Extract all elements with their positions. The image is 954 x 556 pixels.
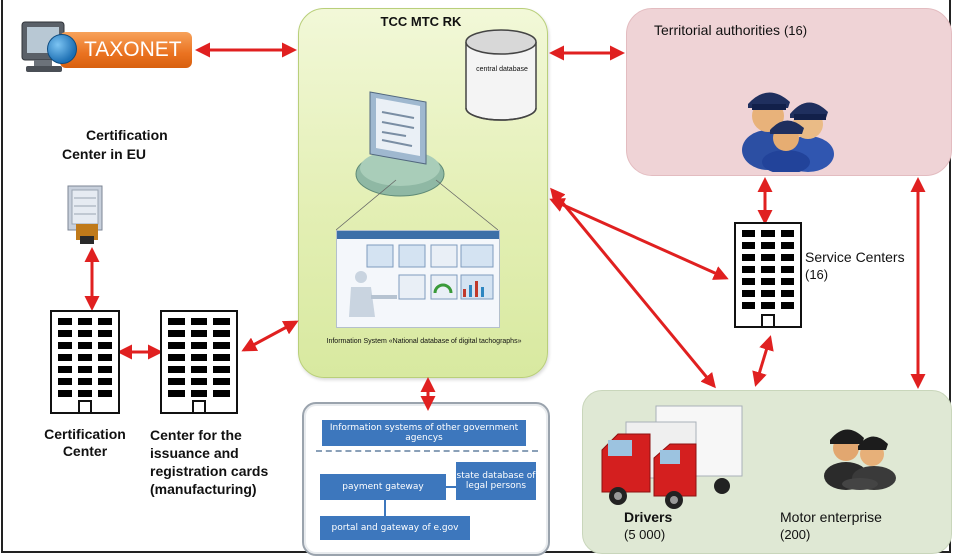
gov-connector-line [446,486,456,488]
tcc-zoom-lines [335,178,499,232]
trucks-icon [596,400,746,512]
police-officers-icon [728,62,844,174]
egov-portal-box: portal and gateway of e.gov [320,516,470,540]
arrow-issuance-tcc [241,320,299,352]
certification-center-building [50,310,120,414]
payment-gateway-box: payment gateway [320,474,446,500]
drivers-label: Drivers (5 000) [624,509,673,542]
door [761,314,775,326]
kiosk-terminal-icon [340,82,460,200]
certification-center-label: Certification Center [44,426,126,459]
dashboard-screenshot [336,230,500,328]
taxonet-button[interactable]: TAXONET [60,32,192,68]
service-centers-building [734,222,802,328]
motor-enterprise-label: Motor enterprise (200) [780,509,882,542]
arrow-tcc-service [549,198,729,280]
taxonet-label: TAXONET [84,38,182,61]
issuance-center-building [160,310,238,414]
state-database-box: state database of legal persons [456,462,536,500]
tcc-title: TCC MTC RK [380,14,462,29]
information-system-label: Information System «National database of… [326,338,522,345]
service-centers-label: Service Centers (16) [805,249,905,282]
database-icon [462,28,540,124]
globe-icon [47,34,77,64]
arrow-tcc-drivers [550,187,716,389]
territorial-label: Territorial authorities (16) [654,22,808,38]
other-government-systems-box: Information systems of other government … [322,420,526,446]
territorial-authorities-zone [626,8,952,176]
arrow-service-drivers [752,335,774,387]
door [192,400,206,412]
door [78,400,92,412]
database-label: central database [476,66,528,73]
cert-eu-label: Certification Center in EU [62,127,168,162]
enterprise-staff-icon [816,414,900,490]
gov-connector-line [384,500,386,516]
issuance-center-label: Center for the issuance and registration… [150,427,269,497]
server-icon [62,180,110,250]
gov-dashed-line [316,450,538,456]
